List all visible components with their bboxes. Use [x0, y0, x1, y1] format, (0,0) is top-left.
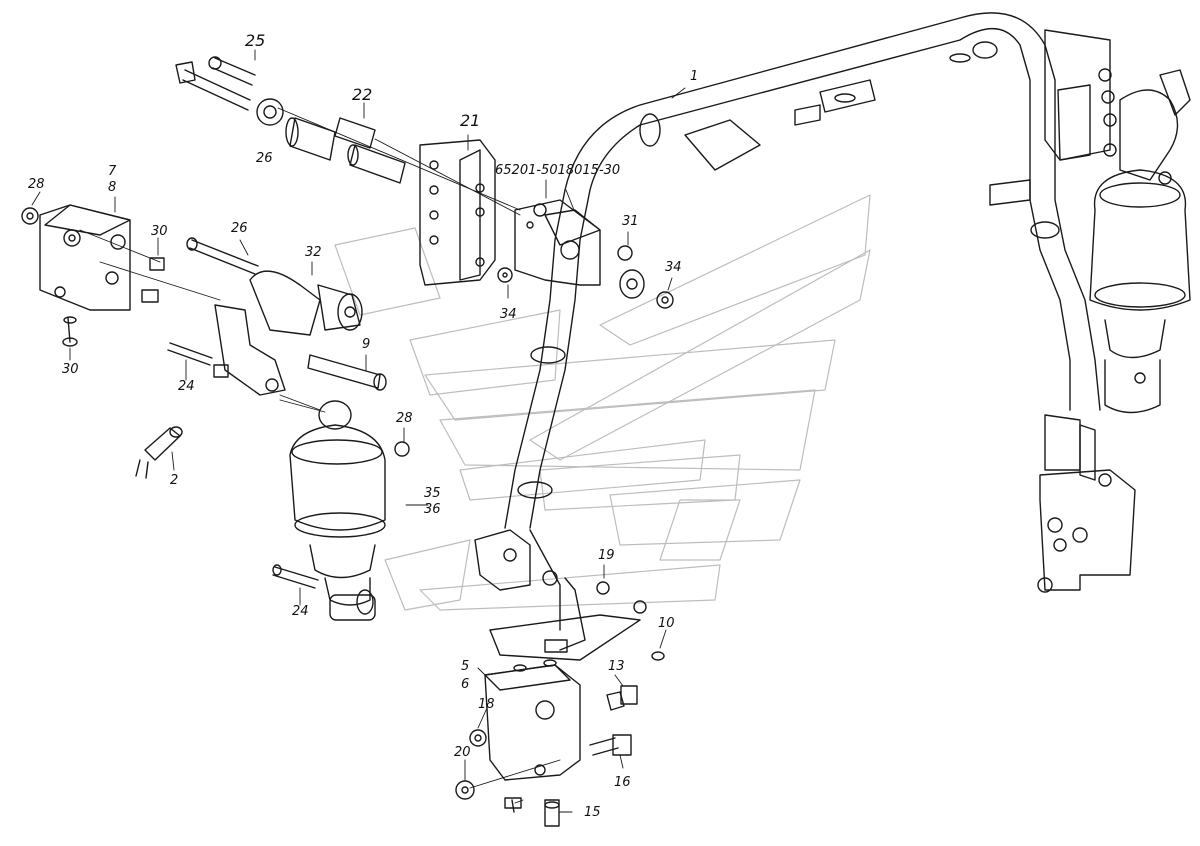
part-label-26-lower: 26 [231, 221, 248, 236]
nuts-31-34 [497, 245, 674, 309]
right-upper-mount [989, 29, 1191, 206]
part-label-35: 35 [424, 486, 441, 501]
bottom-bracket [474, 529, 665, 661]
lever-assembly [167, 237, 387, 411]
frame-tube [504, 12, 1101, 529]
watermark-logo [334, 194, 871, 611]
right-air-spring [1089, 169, 1191, 414]
part-label-8: 8 [108, 180, 117, 195]
part-label-25: 25 [245, 31, 266, 50]
part-label-13: 13 [608, 659, 625, 674]
part-label-10: 10 [658, 616, 675, 631]
bracket-21 [419, 139, 496, 286]
left-air-spring [272, 399, 410, 621]
part-label-36: 36 [424, 502, 441, 517]
right-lower-bracket [1037, 414, 1136, 593]
part-label-18: 18 [478, 697, 495, 712]
part-label-34-left: 34 [500, 307, 517, 322]
part-label-21: 21 [460, 111, 481, 130]
part-label-32: 32 [305, 245, 322, 260]
part-label-28-center: 28 [396, 411, 413, 426]
part-label-15: 15 [584, 805, 601, 820]
bolts-top [175, 56, 521, 216]
sensor-2 [135, 426, 183, 479]
part-label-30-upper: 30 [151, 224, 168, 239]
part-label-reference-number: 65201-5018015-30 [495, 163, 621, 178]
bracket-65201 [514, 199, 601, 286]
part-label-1: 1 [690, 69, 699, 84]
part-label-2: 2 [170, 473, 179, 488]
part-label-24-upper: 24 [178, 379, 195, 394]
part-label-19: 19 [598, 548, 615, 563]
part-label-26-upper: 26 [256, 151, 273, 166]
part-label-28-left: 28 [28, 177, 45, 192]
leader-lines [31, 49, 686, 813]
base-bolts [455, 685, 638, 827]
part-label-7: 7 [108, 164, 117, 179]
part-label-6: 6 [461, 677, 470, 692]
part-label-9: 9 [362, 337, 371, 352]
part-label-30-lower: 30 [62, 362, 79, 377]
base-plate [484, 659, 581, 781]
part-label-34-right: 34 [665, 260, 682, 275]
part-label-31: 31 [622, 214, 639, 229]
part-label-5: 5 [461, 659, 470, 674]
part-label-16: 16 [614, 775, 631, 790]
left-mount-block [21, 204, 221, 311]
part-label-22: 22 [352, 85, 373, 104]
bolts-30 [62, 257, 165, 347]
rail-brackets [684, 53, 971, 171]
part-label-20: 20 [454, 745, 471, 760]
part-label-24-lower: 24 [292, 604, 309, 619]
